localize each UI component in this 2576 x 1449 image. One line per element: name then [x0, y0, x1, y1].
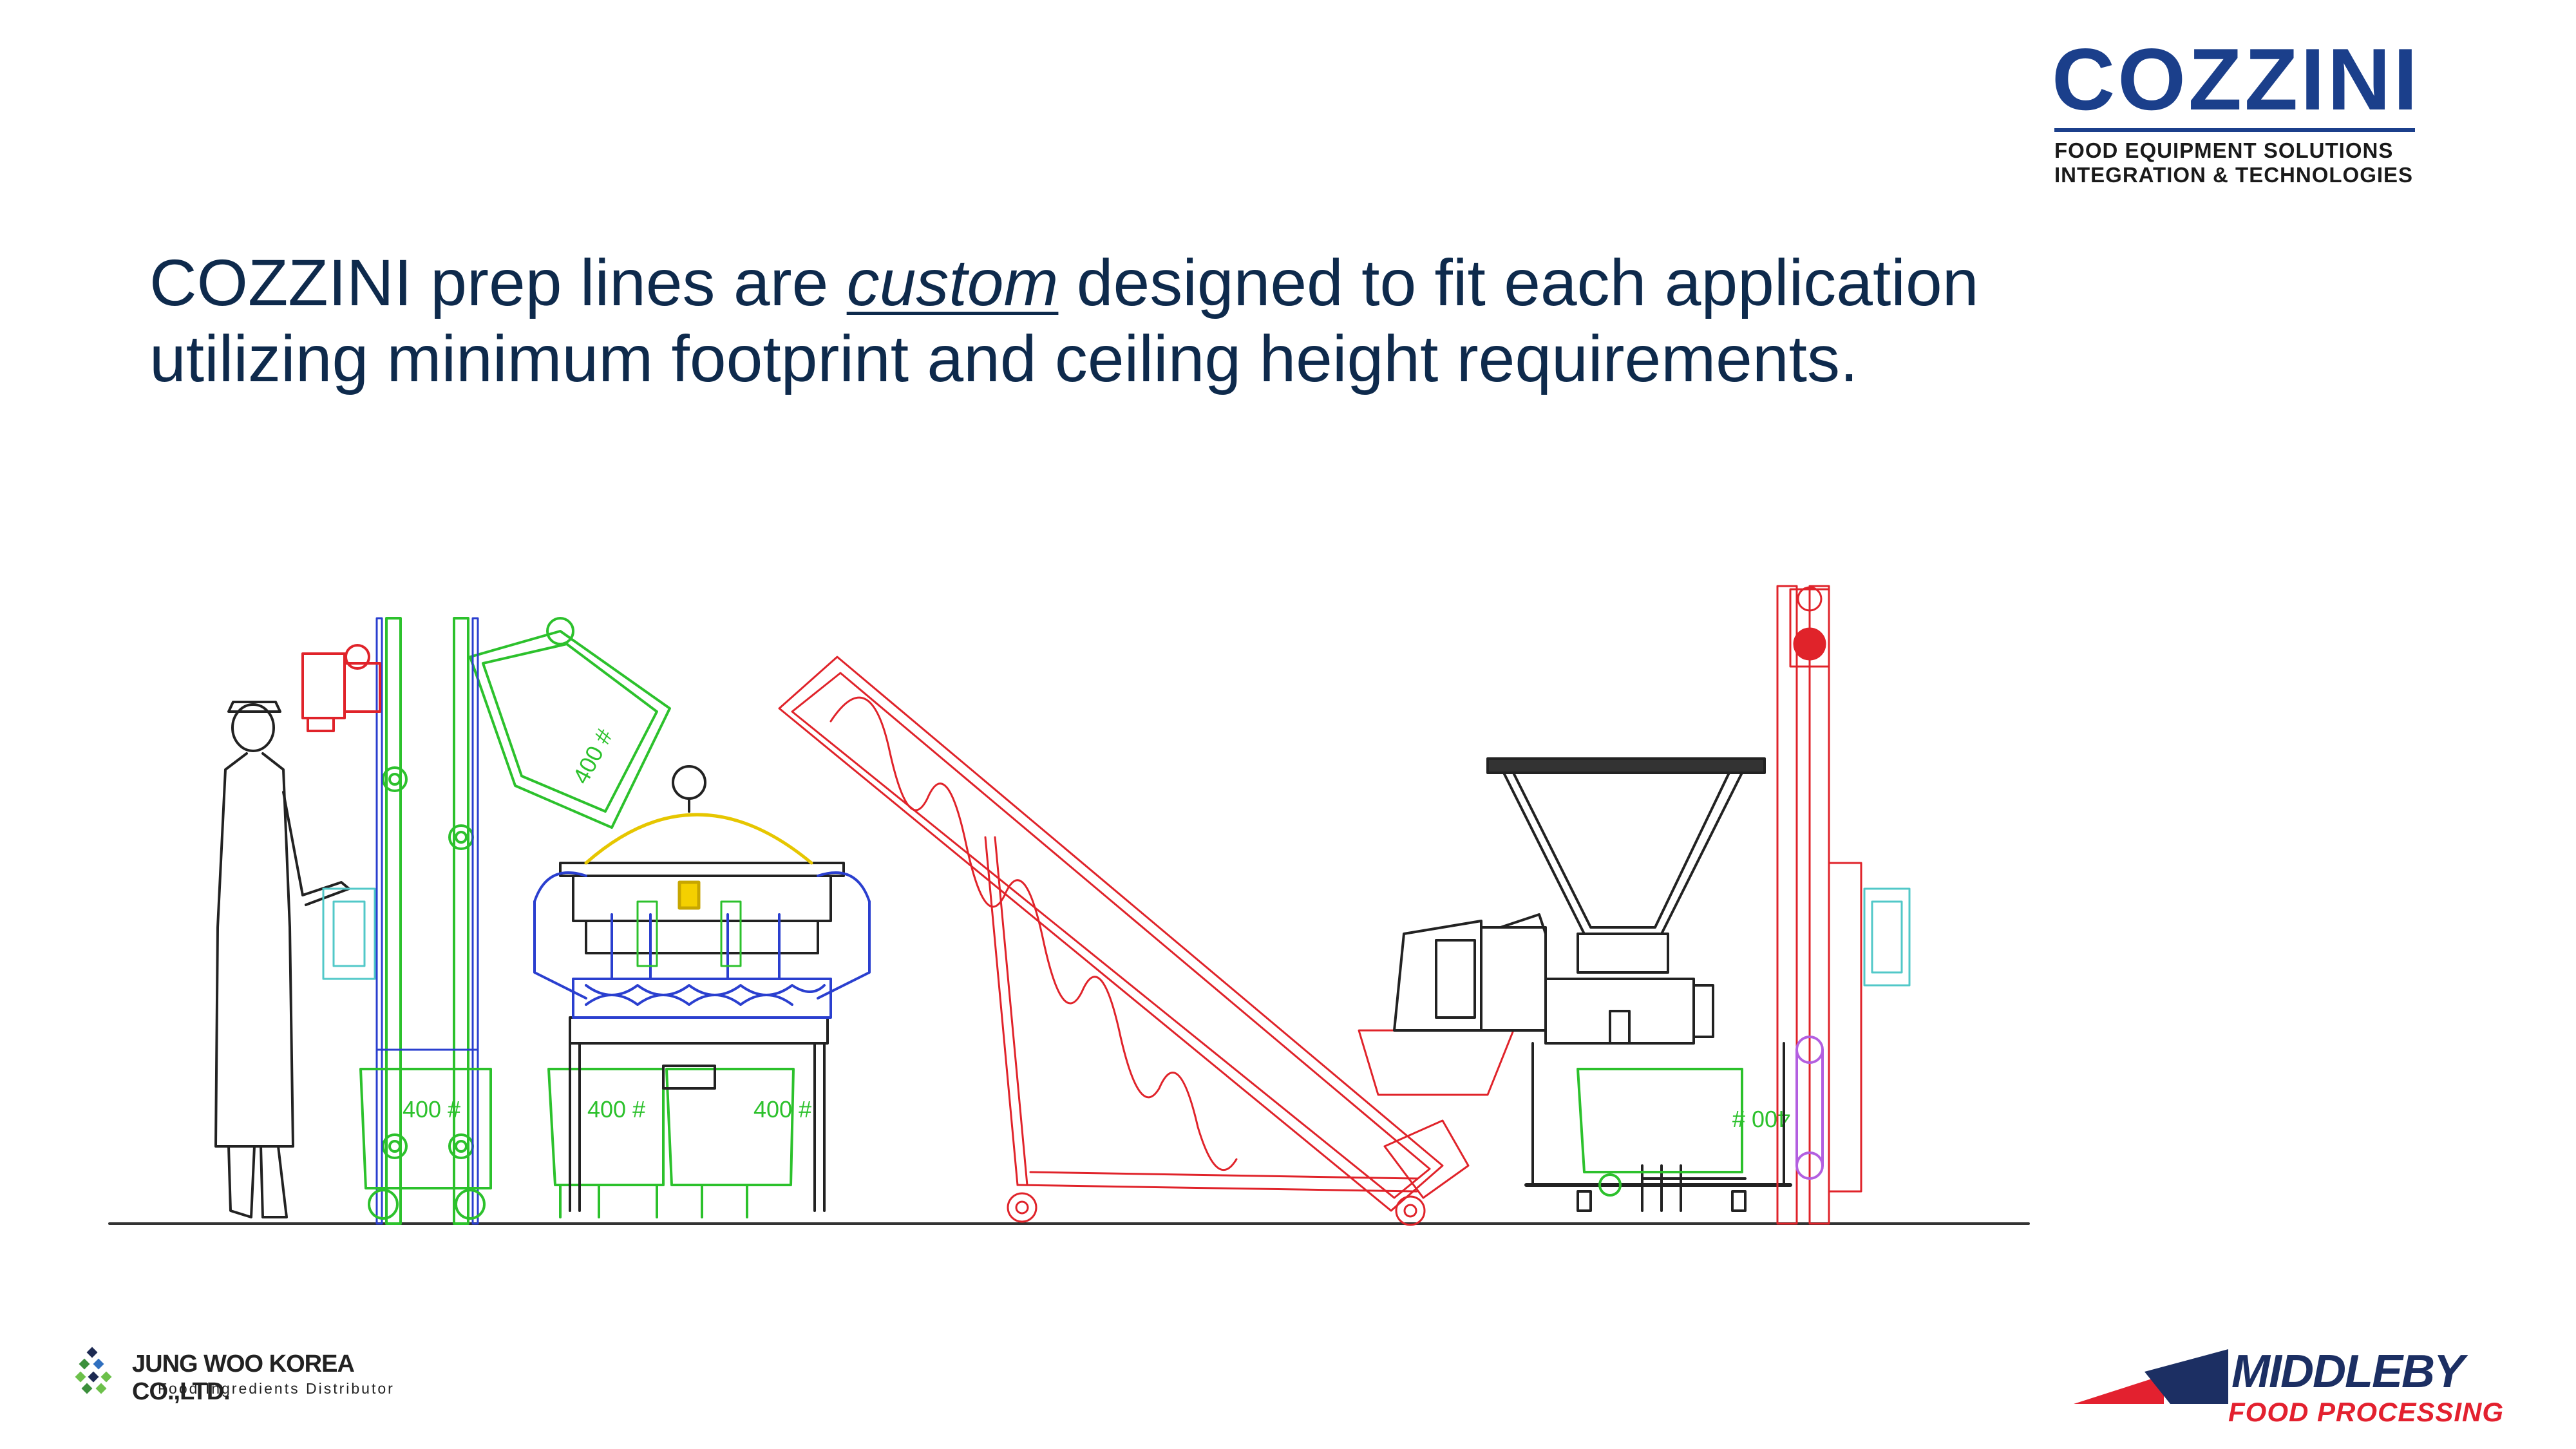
operator-figure — [214, 701, 350, 1218]
left-lift-cyan — [322, 887, 376, 980]
central-machine-blue — [533, 871, 871, 1019]
grinder-machine — [1393, 757, 1792, 1212]
central-machine-green — [636, 900, 742, 967]
left-lift-blue — [375, 617, 479, 1225]
cozzini-logo: COZZINI FOOD EQUIPMENT SOLUTIONS INTEGRA… — [2052, 30, 2421, 187]
bin-label-1: 400 # — [402, 1096, 460, 1122]
middleby-subtitle: FOOD PROCESSING — [2228, 1397, 2505, 1427]
middleby-mark-icon — [2074, 1349, 2228, 1404]
middleby-company-name: MIDDLEBY — [2231, 1346, 2465, 1397]
bin-label-4: 400 # — [567, 724, 618, 788]
headline-line-2: utilizing minimum footprint and ceiling … — [149, 322, 1859, 395]
headline-part-1: COZZINI prep lines are — [149, 246, 847, 319]
grinder-bin-green — [1577, 1068, 1743, 1197]
central-machine — [559, 765, 845, 1212]
jungwoo-mark-icon — [75, 1347, 112, 1394]
right-lift-column — [1776, 585, 1862, 1225]
jungwoo-company-name: JUNG WOO KOREA CO.,LTD. — [132, 1350, 354, 1405]
bin-label-2: 400 # — [587, 1096, 645, 1122]
right-lift-purple — [1795, 1036, 1824, 1180]
headline-part-2: designed to fit each application — [1058, 246, 1979, 319]
central-machine-dome — [584, 813, 813, 910]
headline-emphasis: custom — [846, 246, 1059, 319]
left-gear-motor — [301, 644, 381, 732]
slide-headline: COZZINI prep lines are custom designed t… — [149, 245, 2210, 397]
logo-tagline-2: INTEGRATION & TECHNOLOGIES — [2054, 162, 2414, 187]
cozzini-wordmark: COZZINI — [2052, 30, 2420, 128]
prep-line-drawing: 400 # 400 # 400 # 400 # 400 # — [108, 585, 2030, 1226]
logo-tagline-1: FOOD EQUIPMENT SOLUTIONS — [2054, 138, 2394, 162]
bin-label-3: 400 # — [753, 1096, 811, 1122]
floor-bins-green — [359, 1068, 795, 1220]
auger-conveyor — [778, 656, 1515, 1226]
jungwoo-logo: JUNG WOO KOREA CO.,LTD. Food Ingredients… — [74, 1343, 435, 1407]
right-lift-cyan — [1863, 887, 1911, 987]
logo-divider — [2054, 128, 2415, 132]
jungwoo-subtitle: Food Ingredients Distributor — [158, 1380, 395, 1397]
middleby-logo: MIDDLEBY FOOD PROCESSING — [2074, 1343, 2524, 1433]
